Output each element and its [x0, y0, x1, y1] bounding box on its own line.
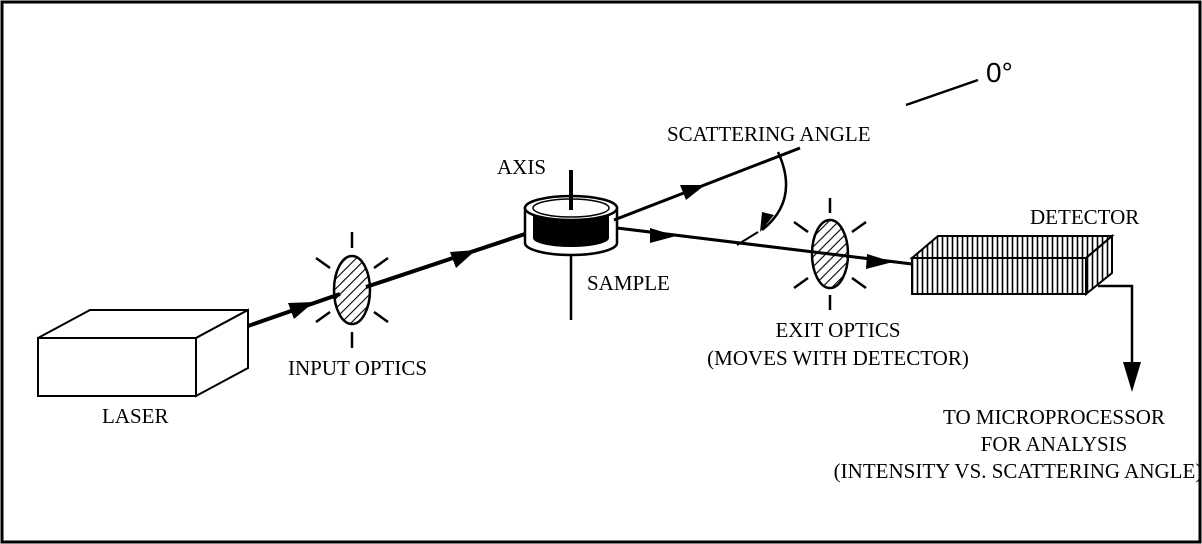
input-optics-lens [315, 232, 389, 348]
beam-arrow [680, 185, 705, 200]
output-label-line3: (INTENSITY VS. SCATTERING ANGLE) [833, 459, 1202, 483]
exit-optics-label: EXIT OPTICS [775, 318, 901, 342]
incident-beam [247, 231, 529, 328]
scattering-angle-arc [761, 151, 788, 231]
laser [37, 308, 249, 398]
beam-arrow [650, 228, 676, 243]
beam-arrow [866, 254, 893, 269]
angle-pointer [736, 231, 759, 246]
exit-optics-lens [793, 198, 867, 310]
detector [909, 233, 1115, 297]
zero-degree-reference [905, 78, 979, 107]
output-label-line1: TO MICROPROCESSOR [943, 405, 1165, 429]
detector-label: DETECTOR [1030, 205, 1140, 229]
beam-arrow [288, 302, 314, 319]
zero-degree-label: 0° [986, 57, 1013, 88]
sample-label: SAMPLE [587, 271, 670, 295]
output-label-line2: FOR ANALYSIS [980, 432, 1128, 456]
sample-cell [523, 170, 619, 257]
output-signal-line [1098, 284, 1141, 392]
axis-label: AXIS [497, 155, 547, 179]
laser-label: LASER [102, 404, 169, 428]
input-optics-label: INPUT OPTICS [288, 356, 428, 380]
beam-arrow [450, 250, 476, 268]
exit-optics-note: (MOVES WITH DETECTOR) [707, 346, 969, 370]
scattering-angle-label: SCATTERING ANGLE [667, 122, 871, 146]
transmitted-beam [613, 146, 801, 222]
arc-arrowhead [760, 212, 774, 232]
